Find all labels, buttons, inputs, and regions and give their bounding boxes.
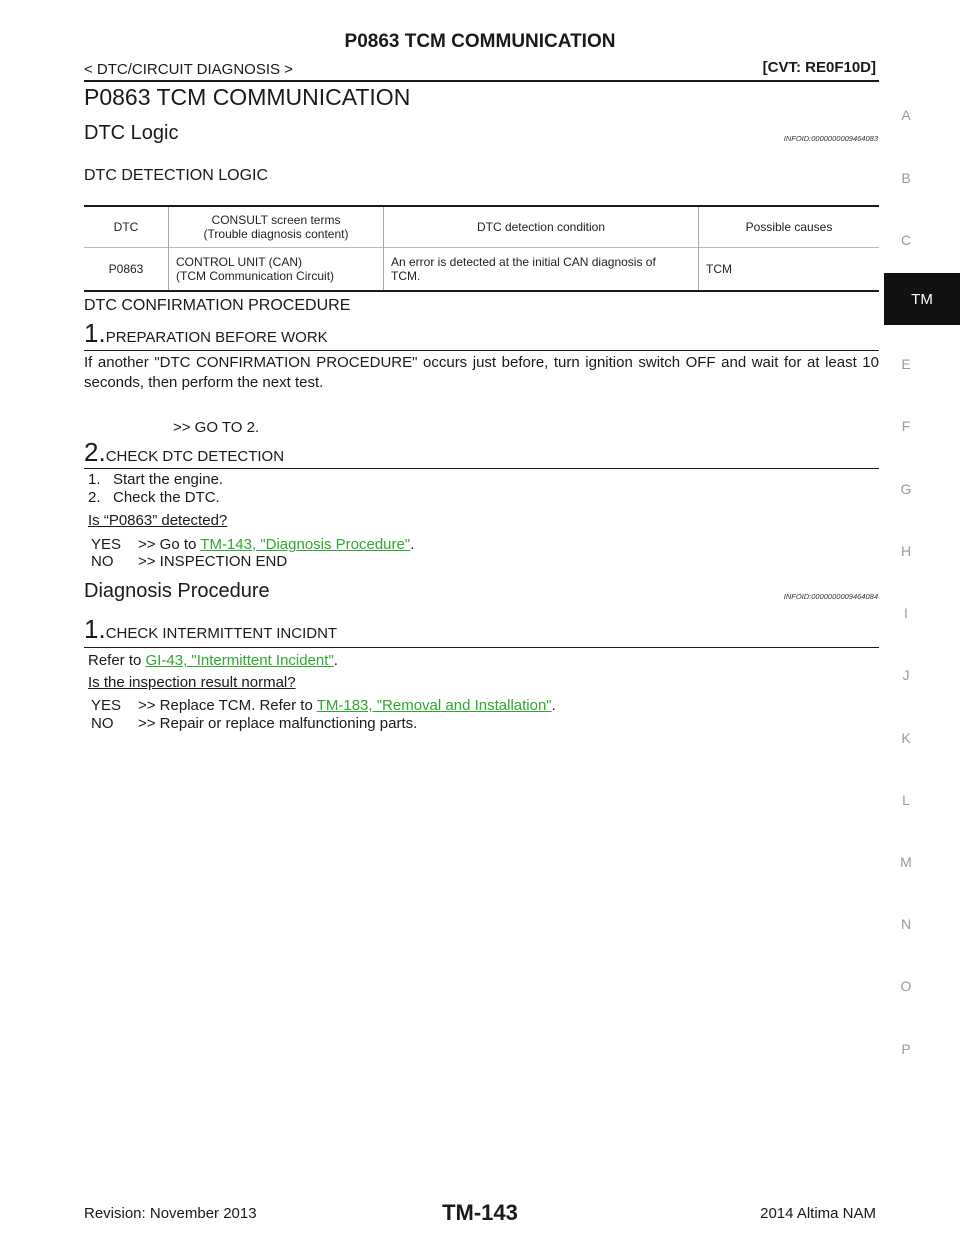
table-header-condition: DTC detection condition [383, 205, 699, 248]
table-cell-condition: An error is detected at the initial CAN … [383, 247, 699, 292]
diag-yes-text: >> Replace TCM. Refer to TM-183, "Remova… [138, 697, 556, 714]
footer-model: 2014 Altima NAM [760, 1205, 876, 1222]
step-2-yes-text: >> Go to TM-143, "Diagnosis Procedure". [138, 536, 414, 553]
footer-page-number: TM-143 [442, 1200, 518, 1225]
diag-step-1-question: Is the inspection result normal? [88, 674, 296, 691]
footer-revision: Revision: November 2013 [84, 1205, 257, 1222]
table-cell-condition-line1: An error is detected at the initial CAN … [391, 254, 656, 269]
dtc-table: DTC CONSULT screen terms (Trouble diagno… [84, 205, 879, 292]
diagnosis-infoid: INFOID:0000000009464084 [783, 592, 878, 601]
sidebar-letter-n[interactable]: N [900, 916, 912, 932]
table-cell-consult-line1: CONTROL UNIT (CAN) [176, 254, 302, 269]
diag-yes-label: YES [91, 697, 122, 714]
step-2-number: 2. [84, 437, 106, 467]
diag-no-text: >> Repair or replace malfunctioning part… [138, 715, 418, 732]
step-2-heading: 2.CHECK DTC DETECTION [84, 437, 284, 468]
step-2-question: Is “P0863” detected? [88, 512, 228, 529]
sidebar-letter-p[interactable]: P [901, 1041, 911, 1057]
sidebar-letter-f[interactable]: F [901, 418, 911, 434]
step-2-divider [84, 468, 879, 469]
step-2-item-2: 2. Check the DTC. [88, 489, 220, 506]
step-1-heading: 1.PREPARATION BEFORE WORK [84, 318, 328, 349]
table-header-consult-line1: CONSULT screen terms [211, 213, 341, 227]
sidebar-letter-a[interactable]: A [901, 107, 911, 123]
sidebar-letter-k[interactable]: K [901, 730, 911, 746]
table-cell-consult-line2: (TCM Communication Circuit) [176, 269, 335, 283]
sidebar-letter-h[interactable]: H [900, 543, 912, 559]
dtc-logic-infoid: INFOID:0000000009464083 [783, 134, 878, 143]
diag-step-1-number: 1. [84, 614, 106, 644]
diagnosis-procedure-link[interactable]: TM-143, "Diagnosis Procedure" [200, 536, 411, 553]
intermittent-incident-link[interactable]: GI-43, "Intermittent Incident" [145, 652, 334, 669]
breadcrumb: < DTC/CIRCUIT DIAGNOSIS > [84, 61, 293, 78]
table-cell-consult: CONTROL UNIT (CAN) (TCM Communication Ci… [168, 247, 384, 292]
dtc-detection-logic-title: DTC DETECTION LOGIC [84, 167, 269, 184]
step-1-text: If another "DTC CONFIRMATION PROCEDURE" … [84, 354, 879, 391]
step-1-divider [84, 350, 879, 351]
diag-no-label: NO [91, 715, 114, 732]
table-cell-dtc: P0863 [84, 247, 169, 292]
table-row: P0863 CONTROL UNIT (CAN) (TCM Communicat… [84, 247, 879, 292]
section-title: P0863 TCM COMMUNICATION [84, 84, 411, 110]
step-2-yes-label: YES [91, 536, 122, 553]
sidebar-letter-e[interactable]: E [901, 356, 911, 372]
table-header-causes: Possible causes [698, 205, 879, 248]
step-2-item-1: 1. Start the engine. [88, 471, 224, 488]
step-1-goto: >> GO TO 2. [173, 419, 260, 436]
diag-step-1-refer: Refer to GI-43, "Intermittent Incident". [88, 652, 338, 669]
sidebar-letter-g[interactable]: G [900, 481, 912, 497]
model-code: [CVT: RE0F10D] [762, 59, 876, 76]
diag-step-1-heading: 1.CHECK INTERMITTENT INCIDNT [84, 614, 337, 645]
sidebar-letter-l[interactable]: L [902, 792, 910, 808]
header-divider [84, 80, 879, 82]
table-cell-cause: TCM [698, 247, 879, 292]
sidebar-letter-j[interactable]: J [902, 667, 910, 683]
sidebar-letter-b[interactable]: B [901, 170, 911, 186]
diag-step-1-divider [84, 647, 879, 648]
table-header-row: DTC CONSULT screen terms (Trouble diagno… [84, 205, 879, 248]
step-1-title: PREPARATION BEFORE WORK [105, 329, 328, 346]
sidebar-tab-tm[interactable]: TM [884, 273, 960, 325]
diag-yes-suffix: . [551, 697, 556, 714]
diag-yes-prefix: >> Replace TCM. Refer to [138, 697, 317, 714]
sidebar-letter-m[interactable]: M [900, 854, 912, 870]
step-2-yes-suffix: . [410, 536, 415, 553]
table-cell-condition-line2: TCM. [391, 269, 421, 283]
page-header-title: P0863 TCM COMMUNICATION [344, 31, 616, 52]
sidebar-letter-o[interactable]: O [900, 978, 912, 994]
step-2-no-text: >> INSPECTION END [138, 553, 288, 570]
step-1-number: 1. [84, 318, 106, 348]
table-header-consult: CONSULT screen terms (Trouble diagnosis … [168, 205, 384, 248]
diag-step-1-title: CHECK INTERMITTENT INCIDNT [105, 625, 338, 642]
diag-refer-prefix: Refer to [88, 652, 146, 669]
removal-installation-link[interactable]: TM-183, "Removal and Installation" [316, 697, 552, 714]
step-2-title: CHECK DTC DETECTION [105, 448, 285, 465]
diagnosis-procedure-title: Diagnosis Procedure [84, 580, 270, 602]
step-2-yes-prefix: >> Go to [138, 536, 201, 553]
dtc-logic-title: DTC Logic [84, 122, 179, 144]
step-2-no-label: NO [91, 553, 114, 570]
sidebar-letter-i[interactable]: I [904, 605, 908, 621]
sidebar-letter-c[interactable]: C [900, 232, 912, 248]
dtc-confirmation-title: DTC CONFIRMATION PROCEDURE [84, 297, 351, 314]
table-header-dtc: DTC [84, 205, 169, 248]
diag-refer-suffix: . [333, 652, 338, 669]
table-header-consult-line2: (Trouble diagnosis content) [203, 227, 349, 241]
